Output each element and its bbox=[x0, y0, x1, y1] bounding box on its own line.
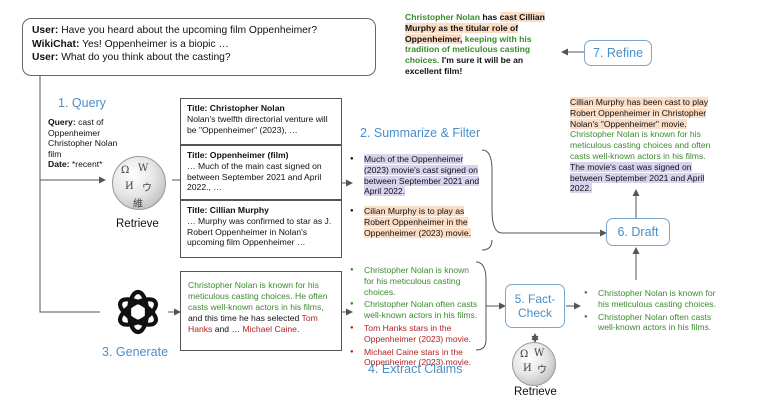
final-response-text: Christopher Nolan has cast Cillian Murph… bbox=[405, 12, 545, 76]
retrieve-label-2: Retrieve bbox=[514, 386, 557, 398]
claim-item: Tom Hanks stars in the Oppenheimer (2023… bbox=[350, 323, 478, 345]
generated-response-box: Christopher Nolan is known for his metic… bbox=[180, 271, 342, 351]
claim-item: Michael Caine stars in the Oppenheimer (… bbox=[350, 347, 478, 369]
claim-item: Christopher Nolan often casts well-known… bbox=[350, 299, 478, 321]
dialog-line-3: User: What do you think about the castin… bbox=[32, 52, 231, 63]
retrieve-label: Retrieve bbox=[116, 218, 159, 230]
openai-logo-icon bbox=[112, 286, 164, 338]
refine-node: 7. Refine bbox=[584, 40, 652, 66]
wikipedia-globe-icon: Ω W И ウ bbox=[512, 342, 556, 386]
summary-item: Much of the Oppenheimer (2023) movie's c… bbox=[350, 154, 482, 197]
dialog-to-generate-line bbox=[39, 76, 100, 313]
draft-context-box: Cillian Murphy has been cast to play Rob… bbox=[570, 97, 711, 194]
conversation-box: User: Have you heard about the upcoming … bbox=[22, 18, 376, 76]
verified-claim-item: Christopher Nolan often casts well-known… bbox=[584, 312, 718, 334]
summaries-list: Much of the Oppenheimer (2023) movie's c… bbox=[350, 154, 482, 248]
retrieved-doc-2: Title: Oppenheimer (film)… Much of the m… bbox=[180, 145, 342, 200]
step-generate-label: 3. Generate bbox=[102, 345, 169, 359]
step-extract-label: 4. Extract Claims bbox=[368, 362, 463, 376]
dialog-line-1: User: Have you heard about the upcoming … bbox=[32, 25, 318, 36]
verified-claim-item: Christopher Nolan is known for his metic… bbox=[584, 288, 718, 310]
step-query-label: 1. Query bbox=[58, 96, 106, 110]
step-summarize-label: 2. Summarize & Filter bbox=[360, 126, 481, 140]
retrieved-doc-3: Title: Cillian Murphy… Murphy was confir… bbox=[180, 200, 342, 258]
verified-claims-list: Christopher Nolan is known for his metic… bbox=[584, 288, 718, 335]
claim-item: Christopher Nolan is known for his metic… bbox=[350, 265, 478, 297]
summary-item: Cilian Murphy is to play as Robert Oppen… bbox=[350, 206, 482, 238]
draft-node: 6. Draft bbox=[606, 218, 670, 246]
claims-list: Christopher Nolan is known for his metic… bbox=[350, 265, 478, 370]
factcheck-node: 5. Fact-Check bbox=[505, 284, 565, 328]
summaries-to-draft-arrow bbox=[481, 149, 607, 237]
dialog-line-2: WikiChat: Yes! Oppenheimer is a biopic … bbox=[32, 38, 229, 50]
wikipedia-globe-icon: Ω W И ウ 維 bbox=[112, 156, 166, 210]
query-block: Query: cast of Oppenheimer Christopher N… bbox=[48, 117, 118, 169]
